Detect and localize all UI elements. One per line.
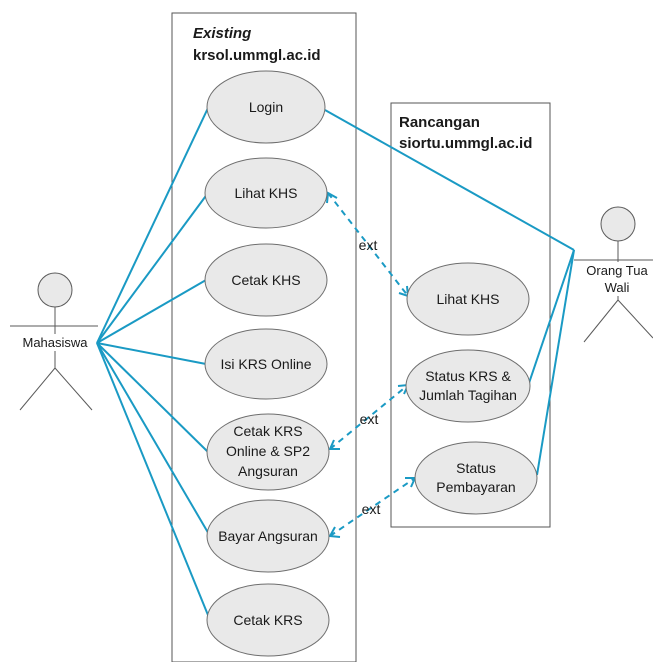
use-case-label: Bayar Angsuran xyxy=(218,528,318,544)
extend-label: ext xyxy=(362,501,381,517)
use-case-cetak-krs-online[interactable]: Cetak KRS Online & SP2 Angsuran xyxy=(206,413,330,491)
actor-leg xyxy=(19,367,56,411)
actor-leg xyxy=(617,299,653,339)
association-line xyxy=(527,249,575,387)
use-case-label: Pembayaran xyxy=(436,479,515,495)
extend-arrowhead xyxy=(328,439,340,450)
extend-relationships: ext ext ext xyxy=(326,191,417,538)
use-case-label: Lihat KHS xyxy=(436,291,499,307)
use-case-label: Login xyxy=(249,99,283,115)
use-case-label: Lihat KHS xyxy=(234,185,297,201)
use-case-label: Status xyxy=(456,460,496,476)
association-line xyxy=(96,342,211,621)
mahasiswa-associations xyxy=(96,107,211,621)
orang-tua-associations xyxy=(324,109,575,476)
use-case-cetak-krs[interactable]: Cetak KRS xyxy=(206,583,330,657)
use-case-label: Cetak KHS xyxy=(231,272,300,288)
actor-label-bg xyxy=(582,262,653,296)
actor-head xyxy=(37,272,73,308)
extend-line xyxy=(329,384,409,450)
extend-label: ext xyxy=(360,411,379,427)
use-case-isi-krs-online[interactable]: Isi KRS Online xyxy=(204,328,328,400)
association-line xyxy=(96,279,207,344)
use-case-bayar-angsuran[interactable]: Bayar Angsuran xyxy=(206,499,330,573)
use-case-label: Isi KRS Online xyxy=(220,356,311,372)
association-line xyxy=(96,342,211,537)
use-case-login[interactable]: Login xyxy=(206,70,326,144)
existing-system-url: krsol.ummgl.ac.id xyxy=(193,47,321,64)
existing-system-title: Existing xyxy=(193,25,251,42)
association-line xyxy=(96,342,209,453)
extend-arrowhead xyxy=(328,526,341,538)
extend-label: ext xyxy=(359,237,378,253)
use-case-cetak-khs[interactable]: Cetak KHS xyxy=(204,243,328,317)
association-line xyxy=(324,109,575,251)
proposed-system-url: siortu.ummgl.ac.id xyxy=(399,135,532,152)
association-line xyxy=(536,249,575,476)
actor-label: Mahasiswa xyxy=(22,335,88,350)
association-line xyxy=(96,342,207,365)
use-case-label: Angsuran xyxy=(238,463,298,479)
use-case-label: Status KRS & xyxy=(425,368,511,384)
use-case-label: Online & SP2 xyxy=(226,443,310,459)
association-line xyxy=(96,107,209,344)
use-case-lihat-khs[interactable]: Lihat KHS xyxy=(204,157,328,229)
use-case-status-pembayaran[interactable]: Status Pembayaran xyxy=(414,441,538,515)
actor-orang-tua-wali: Orang Tua Wali xyxy=(574,206,653,343)
use-case-label: Cetak KRS xyxy=(233,612,302,628)
actor-head xyxy=(600,206,636,242)
use-case-label: Cetak KRS xyxy=(233,423,302,439)
actor-label-bg xyxy=(14,334,94,351)
association-line xyxy=(96,192,209,344)
actor-label: Orang Tua xyxy=(586,263,648,278)
use-case-lihat-khs-ortu[interactable]: Lihat KHS xyxy=(406,262,530,336)
proposed-system-title: Rancangan xyxy=(399,114,480,131)
use-case-status-krs[interactable]: Status KRS & Jumlah Tagihan xyxy=(405,349,531,423)
use-case-label: Jumlah Tagihan xyxy=(419,387,517,403)
actor-leg xyxy=(54,367,93,411)
actor-leg xyxy=(583,299,619,343)
actor-label: Wali xyxy=(605,280,630,295)
extend-arrowhead xyxy=(326,191,338,204)
actor-mahasiswa: Mahasiswa xyxy=(10,272,98,411)
